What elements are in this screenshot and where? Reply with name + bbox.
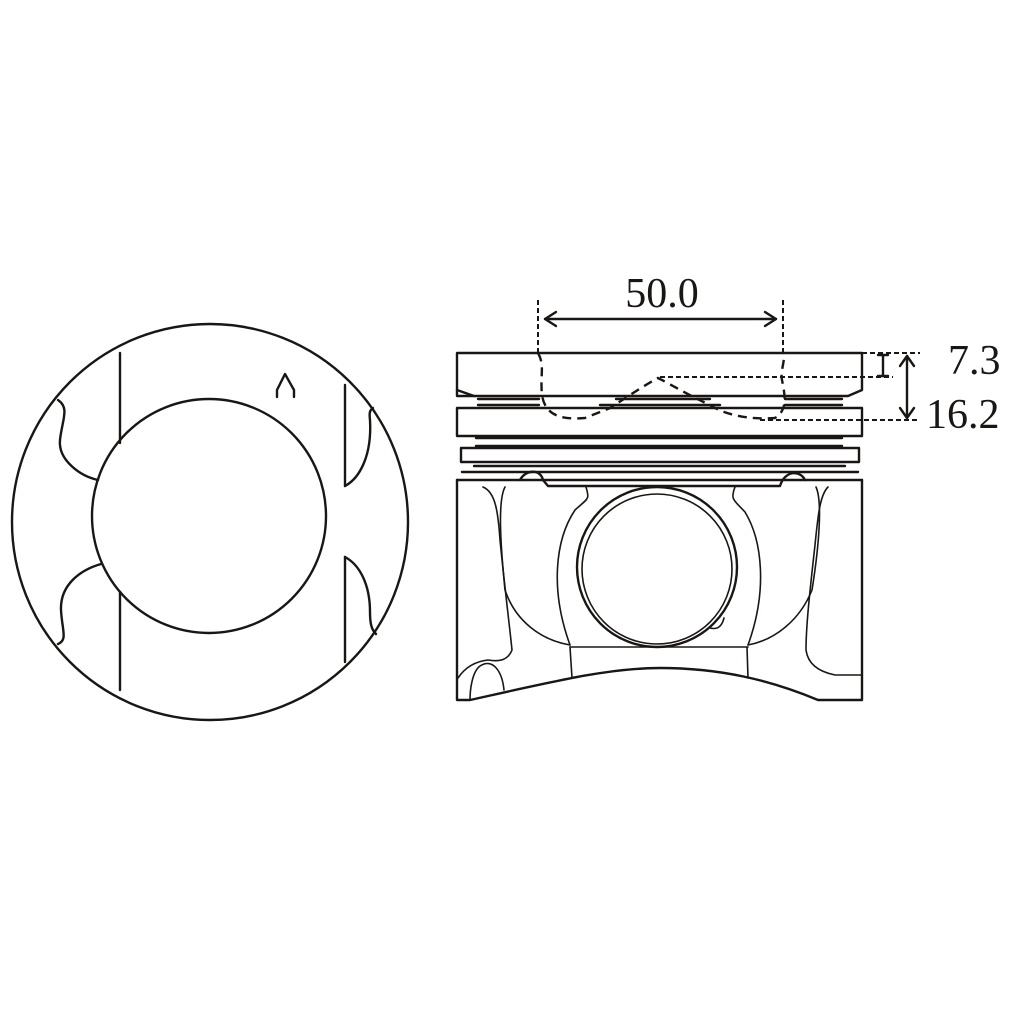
left-valve-relief-lower [56, 562, 103, 646]
second-land [455, 406, 864, 438]
left-pocket-outer [499, 486, 571, 646]
orientation-mark-icon [275, 372, 296, 399]
left-skirt-foot [469, 662, 505, 701]
arrow-left-icon [543, 310, 558, 328]
right-pocket-outer [747, 486, 821, 646]
right-skirt-rib [805, 486, 863, 676]
arrow-up-icon [898, 354, 916, 368]
pin-hole-inner [581, 493, 733, 645]
left-skirt-rib [457, 486, 513, 679]
right-valve-relief-lower [343, 555, 378, 636]
third-land [459, 446, 861, 464]
boss-right-strut [746, 646, 749, 679]
arrow-right-icon [763, 310, 778, 328]
pin-hole-outer [575, 485, 739, 649]
outer-crown-circle [10, 322, 410, 722]
right-boss-inner [732, 486, 762, 646]
bowl-hidden-outline [536, 352, 786, 420]
pin-hole-notch [709, 617, 725, 630]
top-view [10, 322, 410, 722]
top-land [455, 351, 864, 398]
dimensions: 50.0 7.3 16.2 [537, 271, 1001, 438]
side-view [455, 351, 864, 702]
left-valve-relief-upper [56, 398, 100, 482]
combustion-bowl-circle [90, 397, 328, 635]
dim-compression-top: 7.3 [948, 338, 1001, 384]
skirt-outline [455, 478, 864, 702]
top-land-chamfer-left [455, 388, 476, 398]
dim-bowl-depth: 16.2 [926, 392, 1000, 438]
boss-left-strut [569, 646, 573, 679]
right-valve-relief-upper [343, 406, 375, 488]
left-boss-inner [556, 486, 589, 646]
left-boss-bump [518, 470, 807, 488]
dim-bowl-diameter: 50.0 [625, 271, 699, 317]
arrow-down-icon [898, 406, 916, 420]
